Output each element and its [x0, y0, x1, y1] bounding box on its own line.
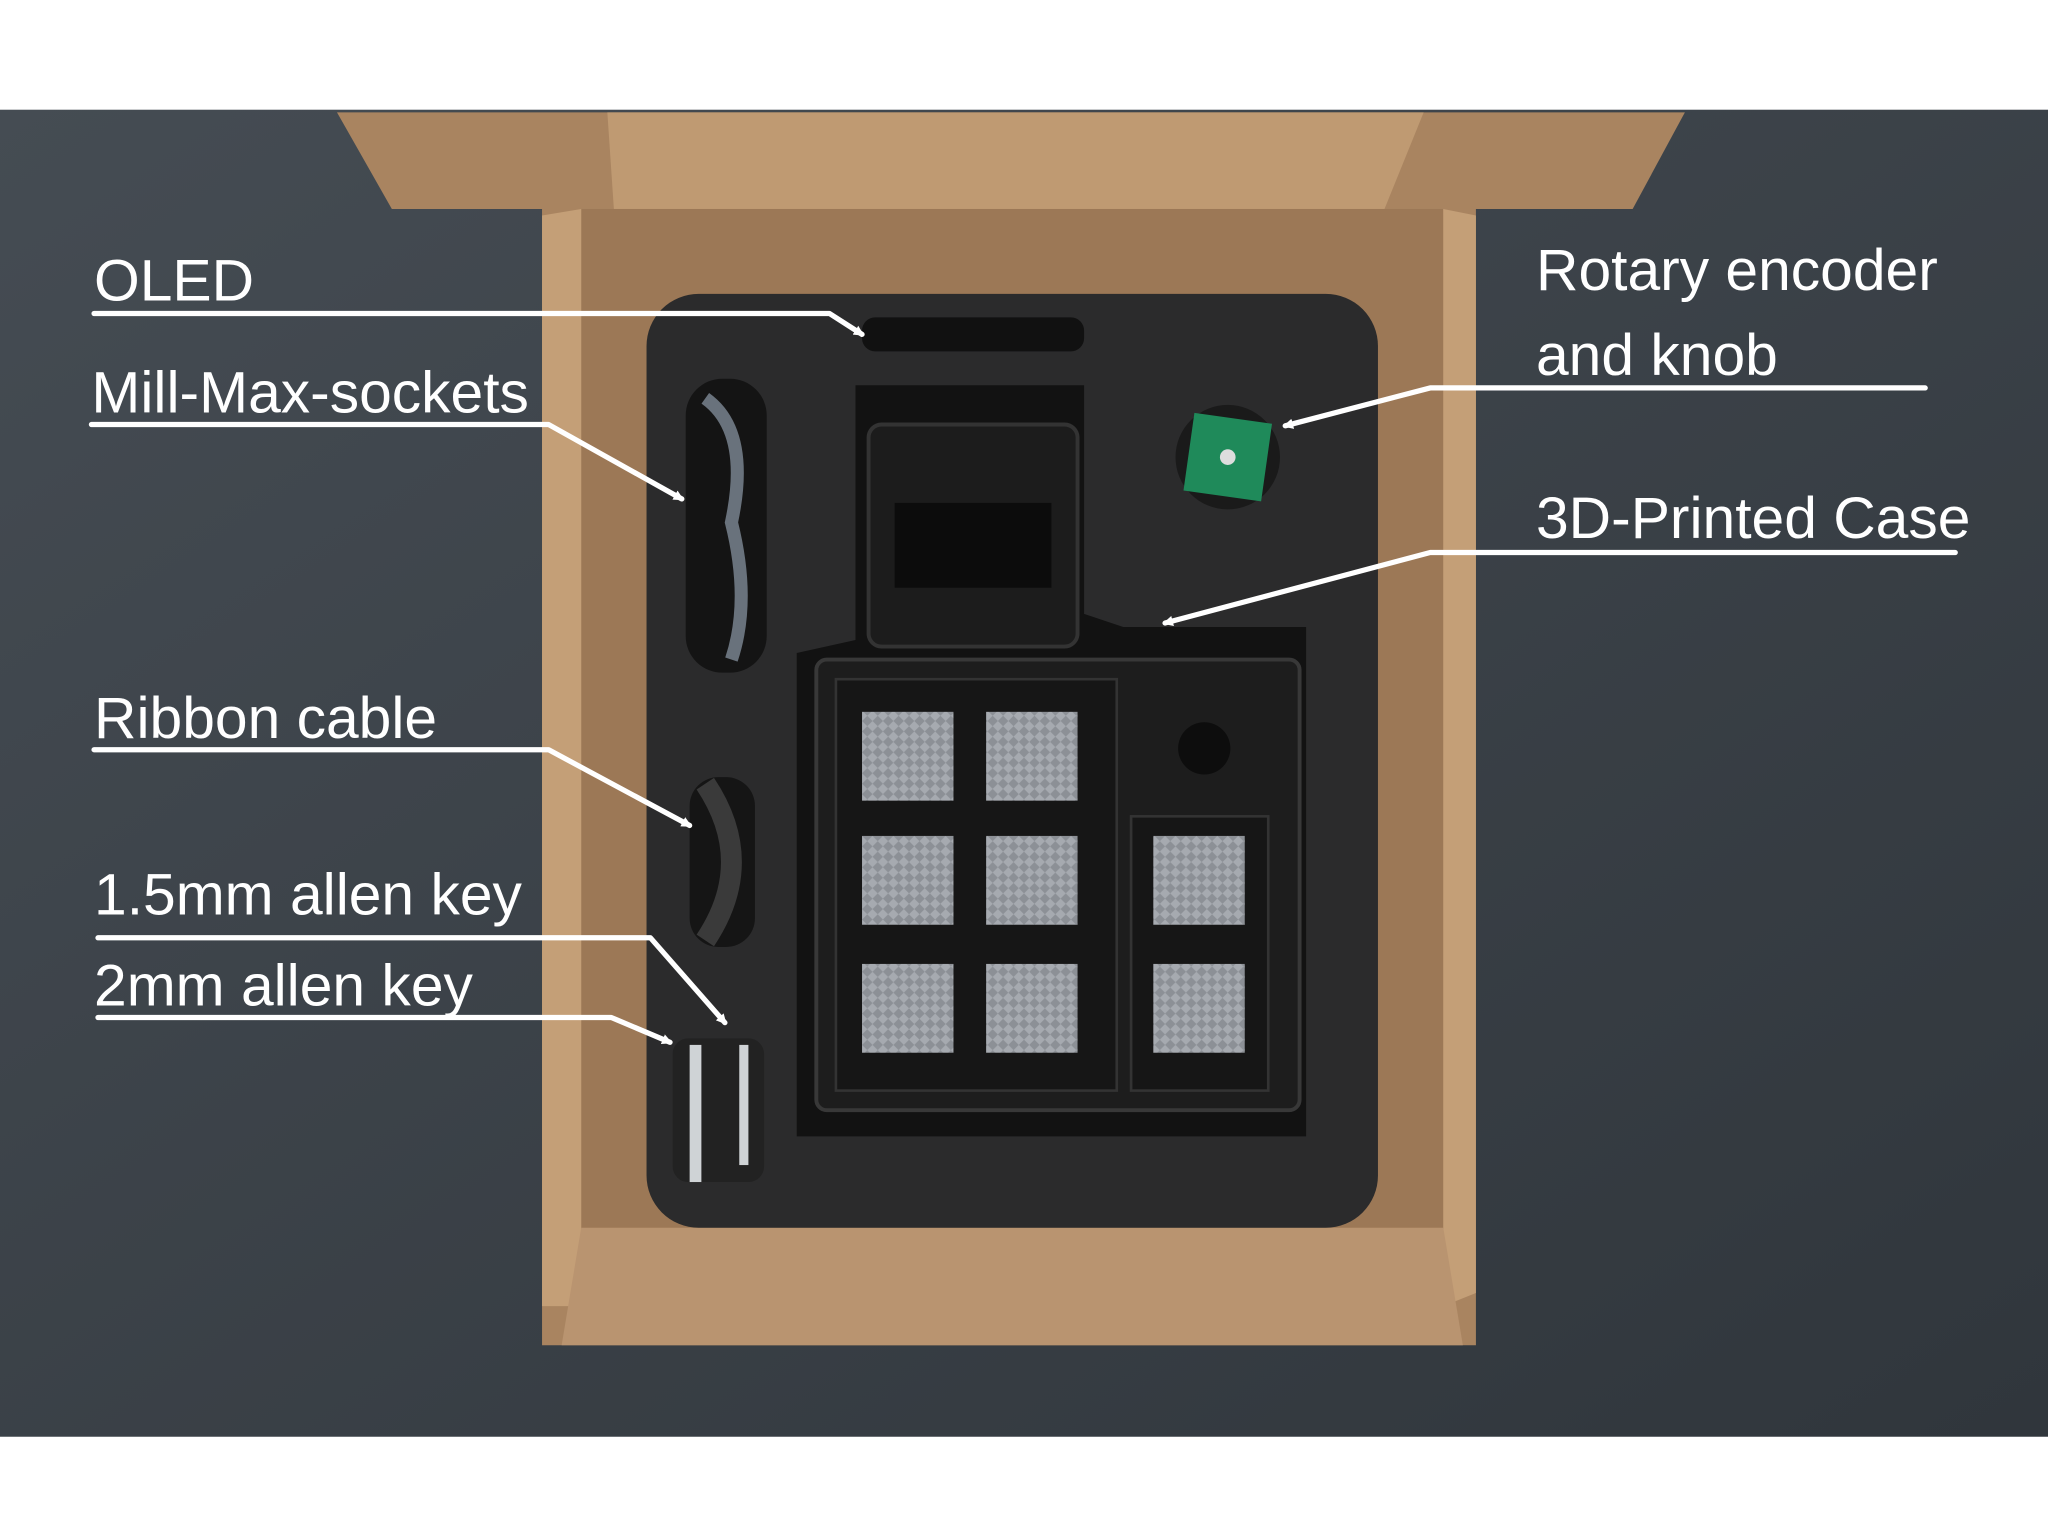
key-grid [862, 711, 1245, 1053]
label-mill-max-sockets: Mill-Max-sockets [91, 361, 529, 426]
label-3d-printed-case: 3D-Printed Case [1536, 486, 1970, 551]
annotation-ribbon: Ribbon cable [91, 686, 693, 829]
annotation-allen-2: 2mm allen key [94, 954, 673, 1045]
annotation-mill-max: Mill-Max-sockets [88, 361, 685, 502]
oled-slot [862, 317, 1085, 352]
allen-key-1 [689, 1044, 702, 1183]
label-ribbon-cable: Ribbon cable [94, 686, 437, 751]
allen-slot [672, 1038, 765, 1183]
label-and-knob: and knob [1536, 323, 1778, 388]
label-rotary-encoder: Rotary encoder [1536, 238, 1938, 303]
annotation-allen-15: 1.5mm allen key [94, 862, 728, 1026]
annotation-rotary: Rotary encoder and knob [1282, 238, 1938, 429]
rotary-encoder [1175, 404, 1280, 510]
label-allen-2mm: 2mm allen key [94, 954, 473, 1019]
allen-key-2 [739, 1044, 749, 1166]
printed-case [814, 422, 1302, 1113]
label-oled: OLED [94, 248, 254, 313]
label-allen-1-5mm: 1.5mm allen key [94, 862, 522, 927]
annotation-oled: OLED [91, 248, 865, 337]
annotation-case: 3D-Printed Case [1162, 486, 1970, 627]
